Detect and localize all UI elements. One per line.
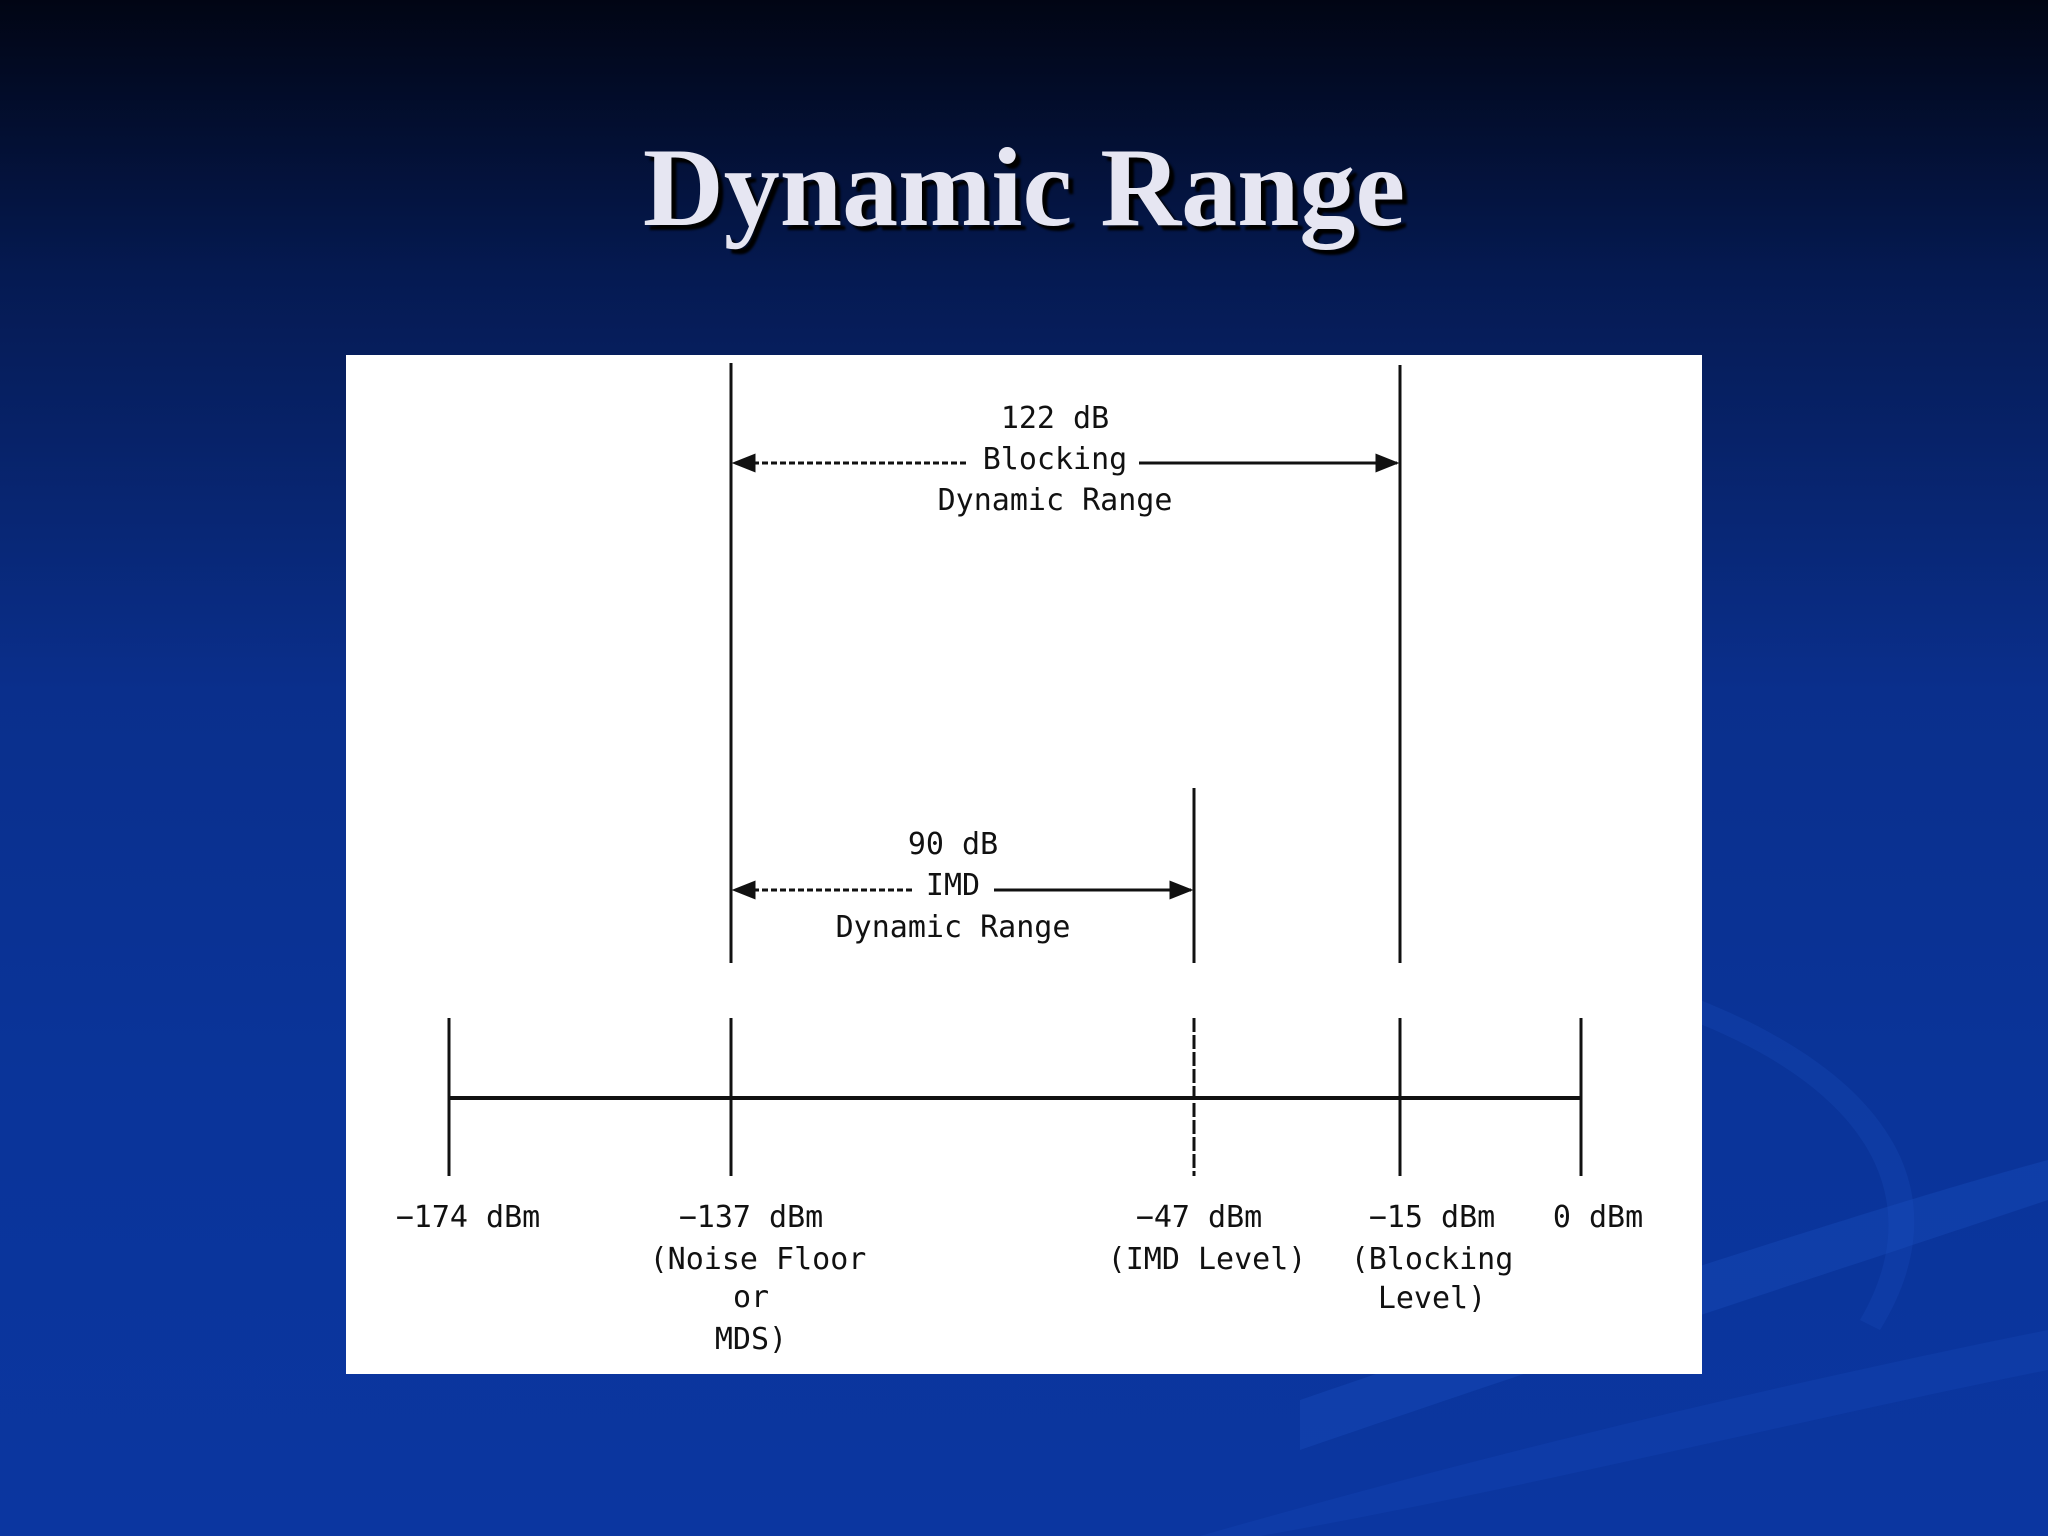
level-label-minus-137: −137 dBm xyxy=(679,1200,824,1235)
noise-floor-note-or: or xyxy=(733,1280,769,1315)
blocking-range-value: 122 dB xyxy=(1001,401,1109,436)
slide-title: Dynamic Range xyxy=(642,126,1406,250)
level-label-minus-47: −47 dBm xyxy=(1136,1200,1262,1235)
blocking-range-label-2: Dynamic Range xyxy=(938,483,1173,518)
blocking-level-note: (Blocking xyxy=(1351,1242,1514,1277)
blocking-range-label: Blocking xyxy=(983,442,1128,477)
blocking-level-note-2: Level) xyxy=(1378,1281,1486,1316)
level-label-minus-174: −174 dBm xyxy=(396,1200,541,1235)
noise-floor-note-mds: MDS) xyxy=(715,1322,787,1357)
dynamic-range-diagram: 122 dB Blocking Dynamic Range 90 dB IMD … xyxy=(396,363,1643,1357)
imd-range-label-2: Dynamic Range xyxy=(836,910,1071,945)
diagram-panel: 122 dB Blocking Dynamic Range 90 dB IMD … xyxy=(346,355,1702,1374)
imd-level-note: (IMD Level) xyxy=(1108,1242,1307,1277)
imd-range-label: IMD xyxy=(926,868,980,903)
level-label-zero: 0 dBm xyxy=(1553,1200,1643,1235)
noise-floor-note: (Noise Floor xyxy=(650,1242,867,1277)
imd-range-value: 90 dB xyxy=(908,827,998,862)
level-label-minus-15: −15 dBm xyxy=(1369,1200,1495,1235)
